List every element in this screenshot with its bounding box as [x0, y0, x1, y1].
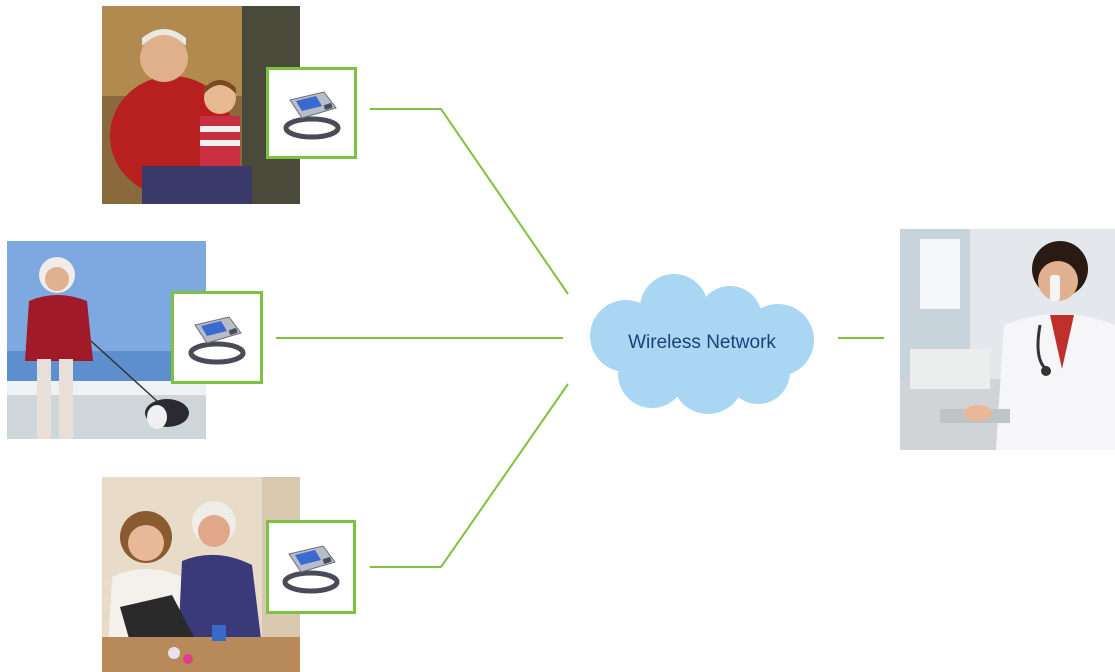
- wireless-network-label: Wireless Network: [628, 331, 776, 353]
- doctor-on-phone-at-computer-photo: [900, 229, 1115, 450]
- link-patient-1: [370, 108, 569, 295]
- wrist-blood-pressure-monitor-icon: [188, 315, 246, 364]
- wrist-monitor-icon-box: [266, 67, 357, 159]
- wireless-network-cloud: Wireless Network: [582, 270, 822, 415]
- cloud-icon: [590, 274, 814, 414]
- wrist-monitor-icon-box: [266, 520, 356, 614]
- wrist-blood-pressure-monitor-icon: [283, 91, 340, 140]
- link-patient-3: [370, 383, 569, 568]
- wrist-blood-pressure-monitor-icon: [282, 545, 340, 594]
- wrist-monitor-icon-box: [171, 291, 263, 384]
